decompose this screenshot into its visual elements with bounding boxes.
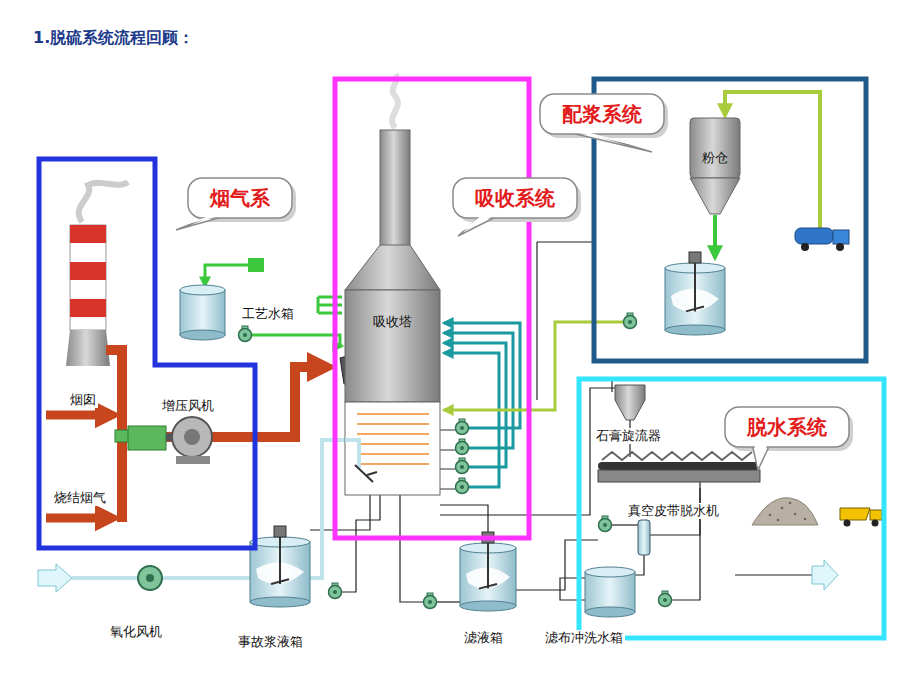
pump-symbol xyxy=(239,326,252,342)
equipment-label: 烟囱 xyxy=(68,392,98,408)
pump-symbol xyxy=(456,419,469,435)
equipment-label: 滤液箱 xyxy=(462,630,505,646)
pump-symbol xyxy=(624,313,637,329)
speech-bubble xyxy=(540,94,668,152)
speech-bubble xyxy=(725,407,853,470)
tank-group xyxy=(180,252,725,617)
system-region: 烟气系 xyxy=(37,157,257,550)
page-title: 1.脱硫系统流程回顾： xyxy=(33,28,194,49)
equipment-node: 吸收塔 xyxy=(345,130,440,495)
pump-symbol xyxy=(424,593,437,609)
equipment-outline xyxy=(345,130,440,495)
speech-bubble xyxy=(453,178,581,236)
callout-title: 烟气系 xyxy=(210,186,270,210)
equipment-name: 粉仓 xyxy=(702,150,728,166)
pump-group xyxy=(239,313,672,609)
equipment-label: 石膏旋流器 xyxy=(594,428,663,444)
system-region: 脱水系统 xyxy=(577,377,886,640)
equipment-name: 吸收塔 xyxy=(373,314,412,330)
callout-title: 配浆系统 xyxy=(562,102,642,126)
pump-symbol xyxy=(659,591,672,607)
pump-symbol xyxy=(456,478,469,494)
region-outline xyxy=(37,157,257,550)
equipment-outline xyxy=(690,118,740,216)
system-region: 配浆系统粉仓 xyxy=(592,77,868,363)
speech-bubble xyxy=(176,178,296,230)
equipment-label: 增压风机 xyxy=(160,398,216,414)
system-region: 吸收系统吸收塔 xyxy=(333,77,531,540)
equipment-node: 粉仓 xyxy=(690,118,740,216)
pump-symbol xyxy=(329,583,342,599)
tank-symbol xyxy=(585,567,635,617)
equipment-label: 氧化风机 xyxy=(108,624,164,640)
pump-symbol xyxy=(599,516,612,532)
tank-symbol xyxy=(250,526,310,607)
equipment-label: 烧结烟气 xyxy=(52,490,108,506)
equipment-label: 事故浆液箱 xyxy=(236,634,305,650)
pump-symbol xyxy=(456,458,469,474)
callout-title: 吸收系统 xyxy=(475,186,555,210)
region-outline xyxy=(577,377,886,640)
equipment-label: 工艺水箱 xyxy=(240,306,296,322)
callout-title: 脱水系统 xyxy=(747,415,827,439)
pump-symbol xyxy=(456,439,469,455)
tank-symbol xyxy=(180,285,225,340)
equipment-label: 真空皮带脱水机 xyxy=(626,503,721,519)
tank-symbol xyxy=(460,532,516,611)
tank-symbol xyxy=(665,252,725,335)
